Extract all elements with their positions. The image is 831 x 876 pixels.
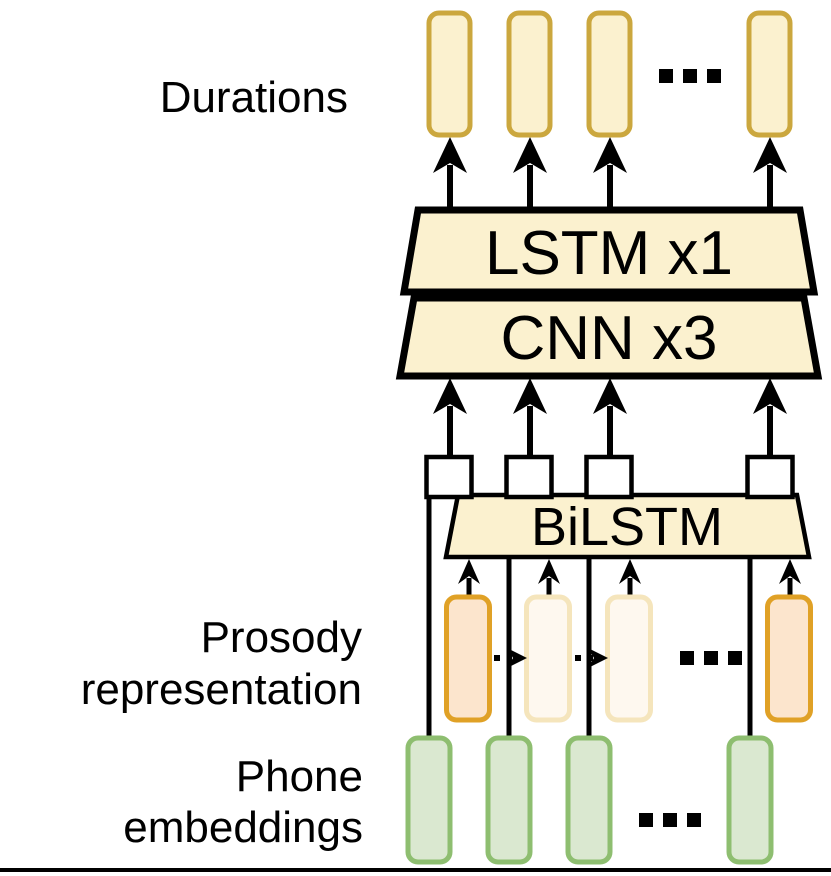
up-arrow <box>433 137 467 208</box>
lstm-to-durations-arrows <box>433 137 787 208</box>
up-arrow <box>538 559 560 598</box>
bottom-rule <box>0 868 831 872</box>
up-arrow <box>779 559 801 598</box>
bilstm-label: BiLSTM <box>531 497 723 557</box>
concat-boxes <box>424 454 795 500</box>
duration-box <box>586 10 633 138</box>
lstm-label: LSTM x1 <box>485 219 733 288</box>
phone-box <box>405 735 453 865</box>
duration-box <box>746 10 793 138</box>
phone-box <box>565 735 613 865</box>
up-arrow <box>593 137 627 208</box>
up-arrow <box>513 378 547 458</box>
duration-boxes <box>426 10 793 138</box>
prosody-box-faded <box>524 594 572 723</box>
phone-box <box>726 735 774 865</box>
prosody-box <box>765 594 813 723</box>
prosody-label-line2: representation <box>81 665 362 714</box>
row-labels: Durations Prosody representation Phone e… <box>81 73 363 852</box>
prosody-box <box>444 594 492 723</box>
up-arrow <box>753 137 787 208</box>
prosody-boxes <box>444 594 813 723</box>
concat-box <box>504 454 554 500</box>
up-arrow <box>513 137 547 208</box>
concat-to-cnn-arrows <box>433 378 787 458</box>
phone-label-line1: Phone <box>236 752 363 801</box>
concat-box <box>745 454 795 500</box>
lstm-block: LSTM x1 <box>399 206 819 296</box>
duration-box <box>426 10 473 138</box>
ellipsis <box>659 69 721 83</box>
phone-label-line2: embeddings <box>123 803 363 852</box>
prosody-box-faded <box>605 594 653 723</box>
durations-label: Durations <box>160 73 348 122</box>
lstm-trapezoid <box>399 206 819 296</box>
cnn-trapezoid <box>395 294 823 380</box>
cnn-label: CNN x3 <box>500 304 717 373</box>
concat-box <box>424 454 474 500</box>
up-arrow <box>593 378 627 458</box>
concat-box <box>584 454 634 500</box>
up-arrow <box>753 378 787 458</box>
phone-box <box>485 735 533 865</box>
bilstm-trapezoid <box>443 492 812 560</box>
up-arrow <box>619 559 641 598</box>
duration-box <box>506 10 553 138</box>
ellipsis <box>680 651 742 665</box>
prosody-to-bilstm-arrows <box>458 559 801 598</box>
cnn-block: CNN x3 <box>395 294 823 380</box>
ellipsis <box>639 813 701 827</box>
dotted-right-arrow <box>575 648 608 668</box>
phone-boxes <box>405 735 774 865</box>
up-arrow <box>433 378 467 458</box>
up-arrow <box>458 559 480 598</box>
dotted-right-arrow <box>494 648 527 668</box>
prosody-label-line1: Prosody <box>201 613 362 662</box>
bilstm-block: BiLSTM <box>443 492 812 560</box>
